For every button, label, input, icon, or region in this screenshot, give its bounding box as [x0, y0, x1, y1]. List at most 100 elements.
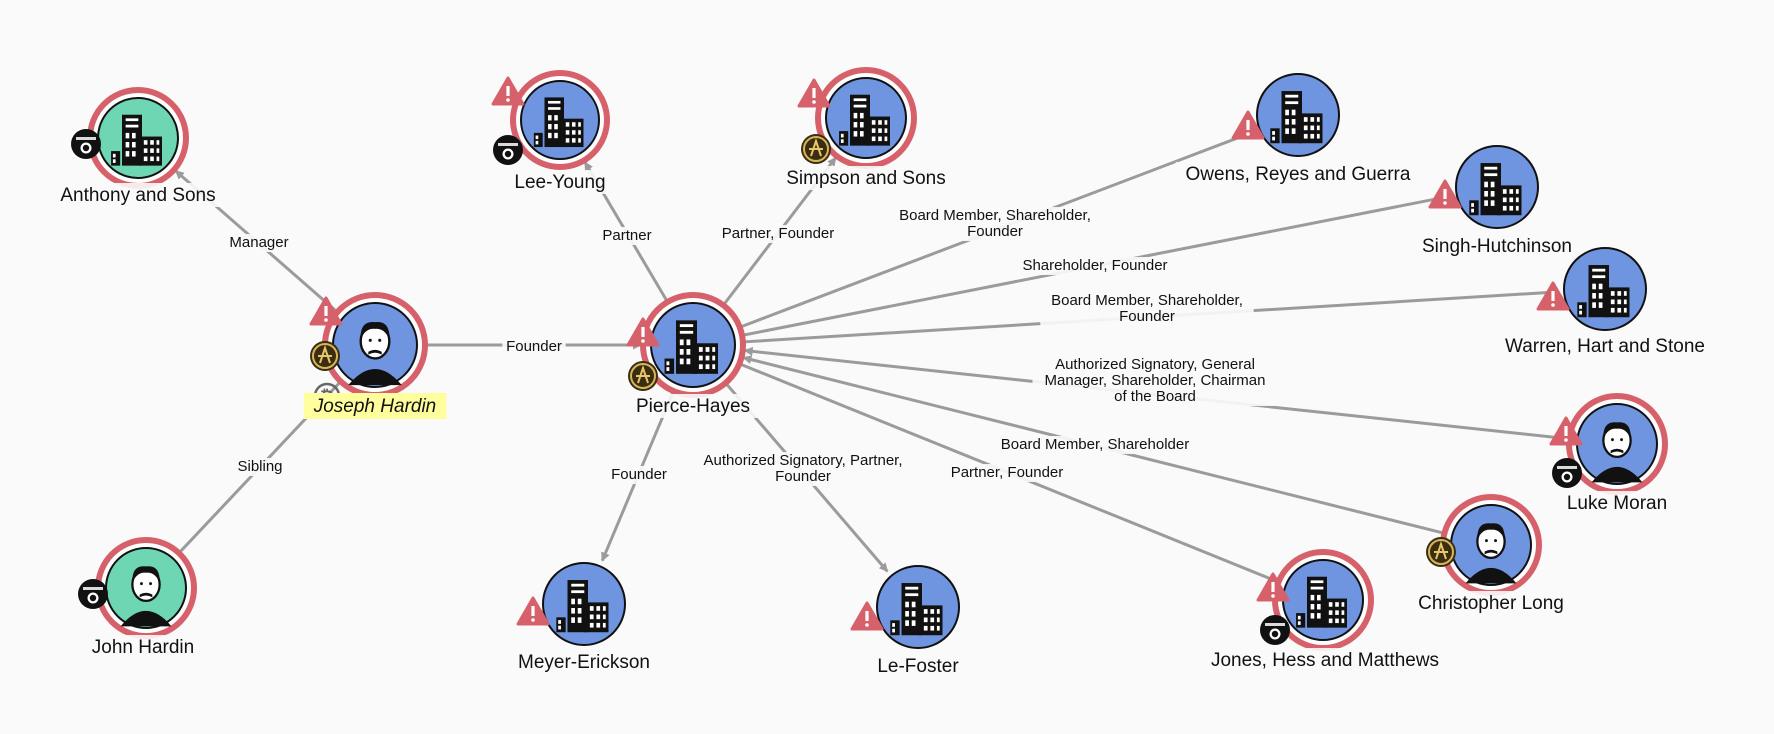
building-icon [556, 580, 609, 633]
edge-label-background [939, 464, 1075, 482]
edge-label-background [1012, 257, 1178, 275]
warning-icon [1549, 416, 1583, 446]
node-label: Joseph Hardin [313, 396, 437, 417]
node-john[interactable]: John Hardin [78, 537, 205, 659]
edge-label-pierce-singh: Shareholder, Founder [1012, 257, 1178, 275]
warning-icon [491, 76, 525, 106]
building-icon [1469, 163, 1522, 216]
edge-label-text: Authorized Signatory, Partner, [704, 452, 903, 469]
warning-icon [516, 596, 550, 626]
edge-label-background [502, 338, 566, 356]
node-owens[interactable]: Owens, Reyes and Guerra [1175, 73, 1421, 186]
edge-label-text: Sibling [237, 458, 282, 475]
edge-label-text: Partner, Founder [951, 464, 1064, 481]
edge-label-background [992, 436, 1198, 454]
emblem-icon [628, 361, 658, 391]
flag-icon [71, 129, 101, 159]
edge-label-pierce-meyer: Founder [607, 466, 671, 484]
node-label: Meyer-Erickson [518, 652, 650, 673]
node-label: Simpson and Sons [786, 168, 946, 189]
node-luke[interactable]: Luke Moran [1549, 393, 1673, 515]
edge-label-background [228, 458, 292, 476]
emblem-icon [801, 134, 831, 164]
warning-icon [309, 296, 343, 326]
emblem-icon [1426, 537, 1456, 567]
edge-label-text: Partner, Founder [722, 225, 835, 242]
person-icon [120, 566, 172, 627]
warning-icon [850, 601, 884, 631]
node-label: Singh-Hutchinson [1422, 236, 1572, 257]
edge-label-text: Founder [1119, 308, 1175, 325]
node-simpson[interactable]: Simpson and Sons [779, 67, 953, 190]
warning-icon [1428, 179, 1462, 209]
node-singh[interactable]: Singh-Hutchinson [1410, 145, 1584, 258]
edge-label-christopher-pierce: Board Member, Shareholder [992, 436, 1198, 454]
edge-label-text: Board Member, Shareholder, [1051, 292, 1243, 309]
node-warren[interactable]: Warren, Hart and Stone [1487, 247, 1723, 358]
node-label: Warren, Hart and Stone [1505, 336, 1705, 357]
edge-label-joseph-pierce: Founder [502, 338, 566, 356]
edge-label-background [607, 466, 671, 484]
node-label: Le-Foster [877, 656, 959, 677]
node-pierce[interactable]: Pierce-Hayes [626, 292, 760, 418]
edge-label-background [888, 207, 1102, 241]
edge-label-background [595, 227, 659, 245]
edge-label-text: Shareholder, Founder [1022, 257, 1167, 274]
warning-icon [1231, 110, 1265, 140]
edge-label-pierce-lee: Partner [595, 227, 659, 245]
building-icon [1270, 91, 1323, 144]
building-icon [533, 97, 584, 148]
node-label: Jones, Hess and Matthews [1211, 650, 1439, 671]
node-joseph[interactable]: ₿Joseph Hardin [303, 292, 447, 419]
edge-label-background [680, 452, 926, 486]
node-label: Pierce-Hayes [636, 396, 750, 417]
building-icon [664, 320, 718, 374]
edge-label-background [710, 225, 846, 243]
node-christopher[interactable]: Christopher Long [1404, 494, 1578, 615]
node-lee[interactable]: Lee-Young [491, 70, 611, 194]
node-lefoster[interactable]: Le-Foster [850, 565, 969, 678]
edge-label-text: Board Member, Shareholder, [899, 207, 1091, 224]
warning-icon [1256, 572, 1290, 602]
edge-label-text: Authorized Signatory, General [1055, 356, 1255, 373]
label-highlight [303, 393, 447, 419]
node-label: Christopher Long [1418, 593, 1564, 614]
person-icon [1465, 523, 1517, 584]
flag-icon [493, 135, 523, 165]
flag-icon [1260, 615, 1290, 645]
person-icon [348, 322, 402, 386]
edge-label-text: Founder [967, 223, 1023, 240]
edge-label-text: Founder [611, 466, 667, 483]
node-label: Lee-Young [514, 172, 605, 193]
building-icon [111, 114, 162, 166]
node-label: Owens, Reyes and Guerra [1186, 164, 1411, 185]
edge-label-pierce-owens: Board Member, Shareholder,Founder [888, 207, 1102, 241]
node-anthony[interactable]: Anthony and Sons [51, 87, 225, 207]
edge-label-text: Manager, Shareholder, Chairman [1045, 372, 1266, 389]
person-icon [1591, 422, 1643, 483]
building-icon [839, 94, 890, 146]
edge-label-text: of the Board [1114, 388, 1196, 405]
warning-icon [626, 317, 660, 347]
edge-label-background [1040, 292, 1254, 326]
edge-label-text: Board Member, Shareholder [1001, 436, 1189, 453]
node-label: Luke Moran [1567, 493, 1667, 514]
node-jones[interactable]: Jones, Hess and Matthews [1197, 549, 1453, 672]
building-icon [1296, 576, 1347, 628]
edge-label-text: Founder [506, 338, 562, 355]
building-icon [1577, 265, 1630, 318]
edge-label-text: Founder [775, 468, 831, 485]
warning-icon [797, 78, 831, 108]
emblem-icon [310, 341, 340, 371]
edge-label-text: Manager [229, 234, 288, 251]
edge-label-john-joseph: Sibling [228, 458, 292, 476]
node-label: John Hardin [92, 637, 194, 658]
node-meyer[interactable]: Meyer-Erickson [507, 562, 661, 674]
edge-label-pierce-simpson: Partner, Founder [710, 225, 846, 243]
edge-label-pierce-lefoster: Authorized Signatory, Partner,Founder [680, 452, 926, 486]
warning-icon [1536, 281, 1570, 311]
